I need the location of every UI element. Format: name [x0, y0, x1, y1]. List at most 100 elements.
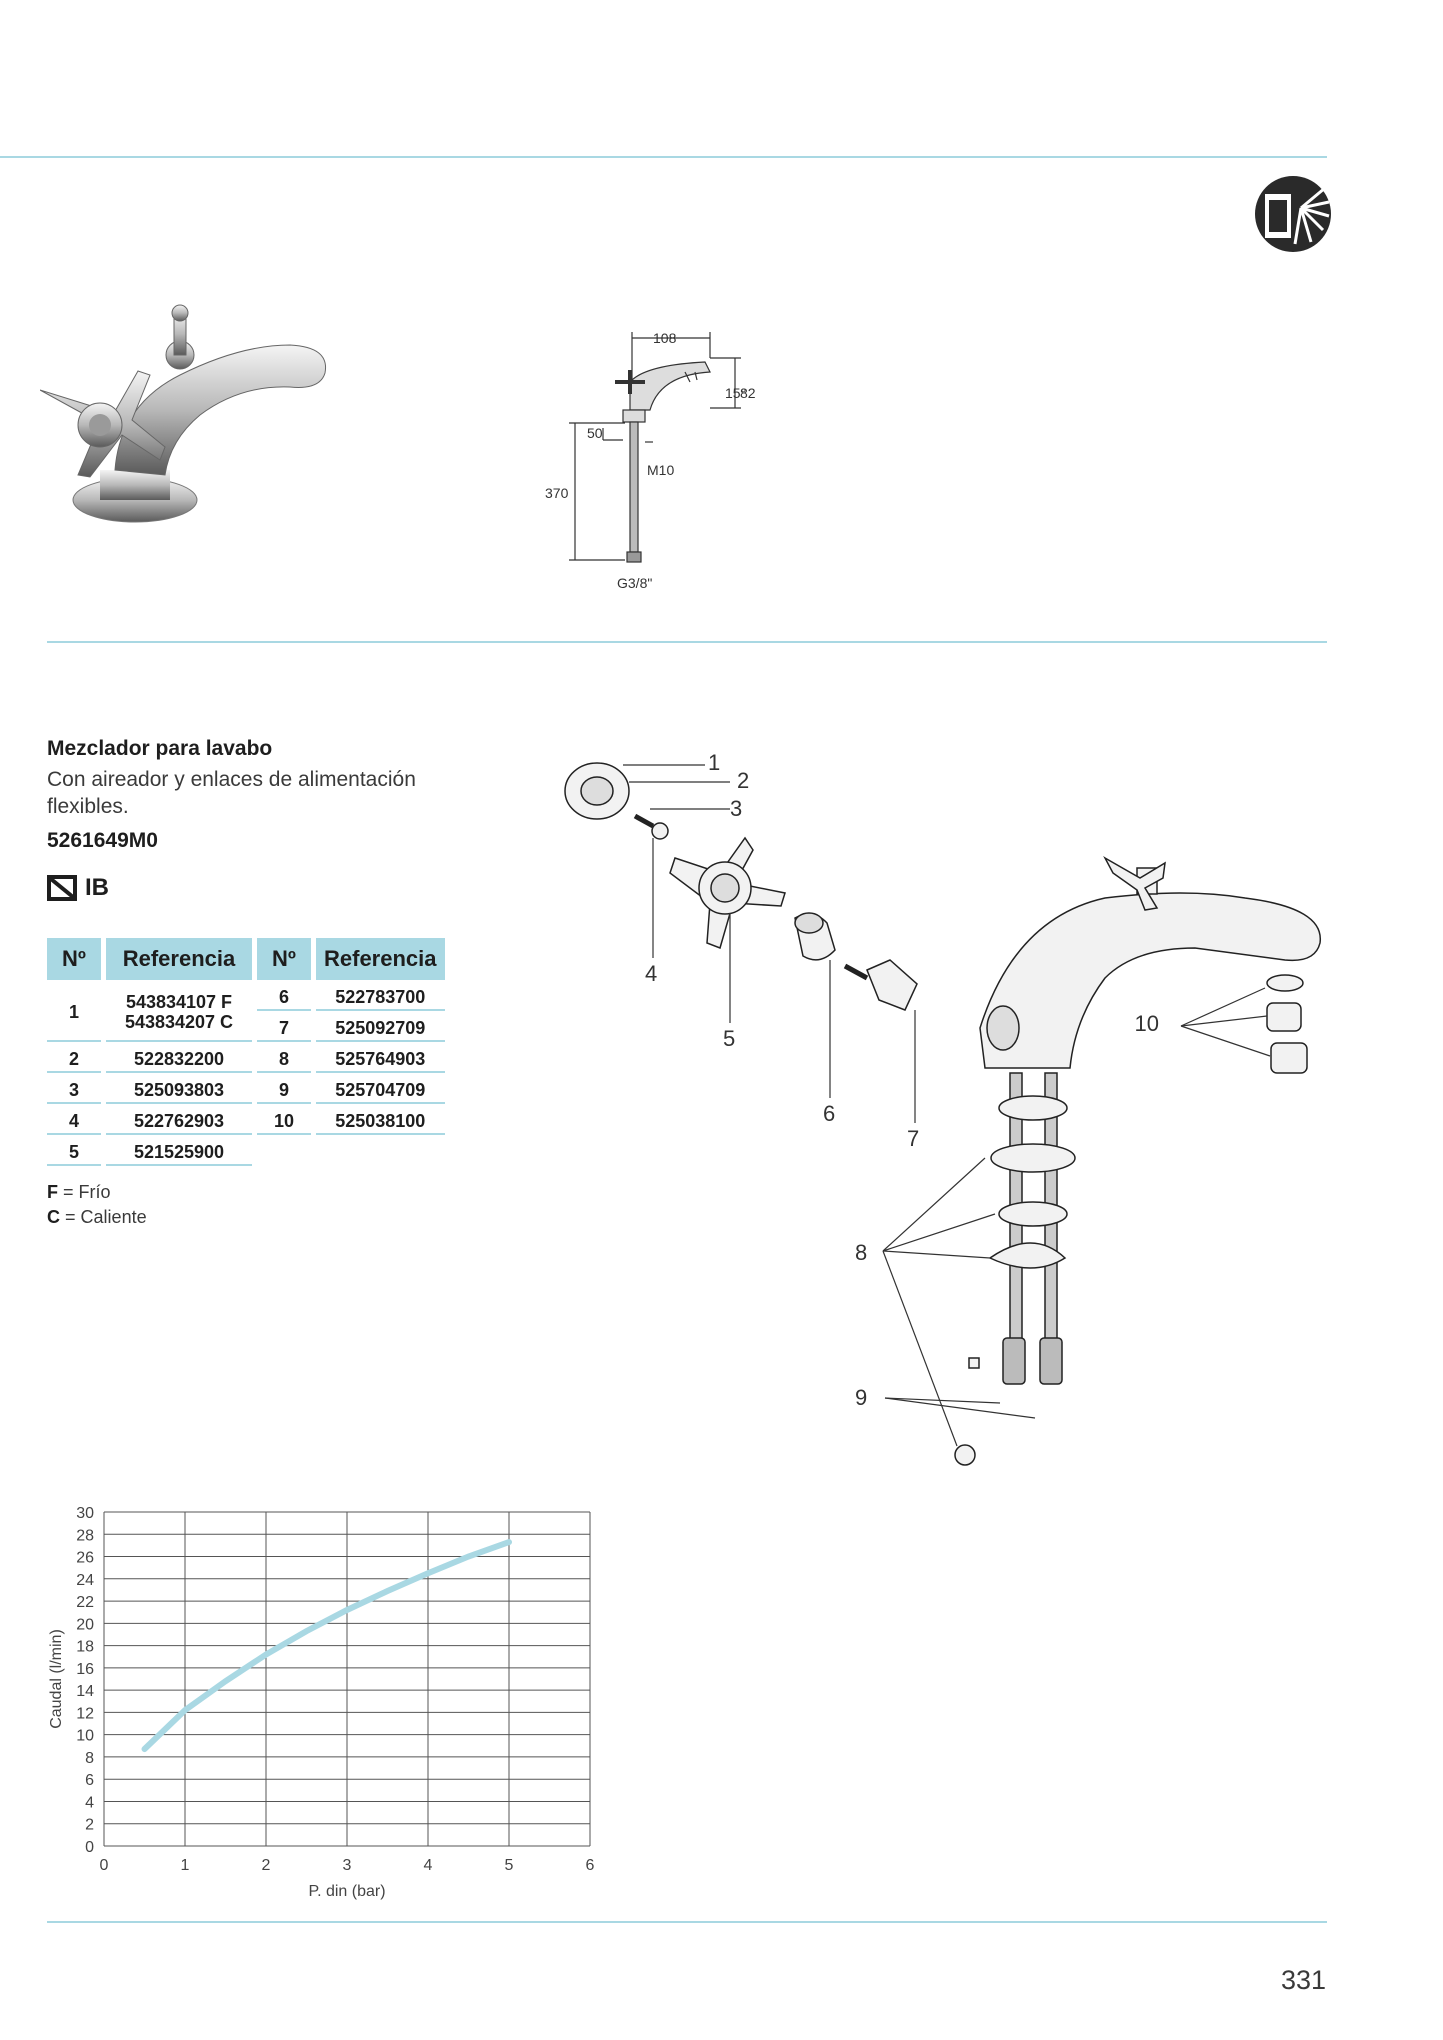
callout-8: 8	[855, 1240, 867, 1265]
callout-5: 5	[723, 1026, 735, 1051]
table-row: 1 543834107 F 543834207 C 6 522783700	[47, 984, 445, 1042]
x-tick-label: 3	[343, 1857, 352, 1874]
y-tick-label: 28	[76, 1527, 94, 1544]
x-axis-label: P. din (bar)	[308, 1883, 385, 1900]
callout-4: 4	[645, 961, 657, 986]
y-tick-label: 12	[76, 1705, 94, 1722]
x-tick-label: 0	[100, 1857, 109, 1874]
dim-thread: M10	[647, 462, 674, 478]
part-reference-hot: 543834207 C	[124, 1012, 234, 1032]
y-tick-label: 8	[85, 1750, 94, 1767]
part-number: 5	[47, 1139, 101, 1166]
exploded-parts-drawing: 1 2 3 4 5 6 7 8 9 10	[564, 750, 1321, 1466]
x-tick-label: 4	[424, 1857, 433, 1874]
x-tick-label: 1	[181, 1857, 190, 1874]
part-reference: 522783700	[316, 984, 445, 1011]
part-reference: 525704709	[316, 1077, 445, 1104]
x-tick-label: 5	[505, 1857, 514, 1874]
y-tick-label: 22	[76, 1594, 94, 1611]
empty-cell	[316, 1139, 445, 1166]
bottom-rule	[47, 1921, 1327, 1923]
part-reference: 522762903	[106, 1108, 252, 1135]
parts-reference-table: Nº Referencia Nº Referencia 1 543834107 …	[42, 934, 450, 1170]
legend-sep: =	[65, 1207, 76, 1227]
dim-angle: 15°	[725, 385, 746, 401]
x-tick-labels: 0 1 2 3 4 5 6	[100, 1857, 595, 1874]
y-tick-label: 2	[85, 1817, 94, 1834]
part-number: 1	[47, 984, 101, 1042]
part-reference: 525093803	[106, 1077, 252, 1104]
table-row: 7 525092709	[47, 1015, 445, 1042]
dimension-drawing: 108 15° 82 50 M10 370 G3/8"	[545, 330, 756, 591]
temperature-legend: F = Frío C = Caliente	[47, 1180, 147, 1230]
col-header-ref-right: Referencia	[316, 938, 445, 980]
callout-10: 10	[1135, 1011, 1159, 1036]
part-reference: 543834107 F 543834207 C	[106, 984, 252, 1042]
product-title: Mezclador para lavabo	[47, 737, 273, 760]
part-number: 4	[47, 1108, 101, 1135]
part-number: 6	[257, 984, 311, 1011]
empty-cell	[257, 1139, 311, 1166]
y-tick-label: 18	[76, 1639, 94, 1656]
product-code: 5261649M0	[47, 829, 158, 852]
product-description: Con aireador y enlaces de alimentación f…	[47, 768, 416, 818]
faucet-product-photo	[40, 304, 327, 523]
part-number: 8	[257, 1046, 311, 1073]
table-row: 4 522762903 10 525038100	[47, 1108, 445, 1135]
part-number: 2	[47, 1046, 101, 1073]
y-tick-label: 10	[76, 1728, 94, 1745]
part-reference: 525092709	[316, 1015, 445, 1042]
legend-label: Caliente	[80, 1207, 147, 1227]
y-tick-label: 24	[76, 1572, 94, 1589]
chart-grid	[103, 1511, 591, 1847]
legend-item-cold: F = Frío	[47, 1180, 147, 1205]
faucet-category-icon	[1255, 176, 1331, 252]
part-reference: 525764903	[316, 1046, 445, 1073]
certification: IB	[47, 874, 109, 902]
dim-connection: G3/8"	[617, 575, 652, 591]
part-reference: 521525900	[106, 1139, 252, 1166]
y-tick-label: 4	[85, 1794, 94, 1811]
x-tick-label: 2	[262, 1857, 271, 1874]
part-reference: 522832200	[106, 1046, 252, 1073]
y-tick-label: 26	[76, 1550, 94, 1567]
callout-9: 9	[855, 1385, 867, 1410]
y-tick-label: 20	[76, 1616, 94, 1633]
flow-curve	[141, 1539, 512, 1753]
legend-key: C	[47, 1207, 60, 1227]
y-tick-label: 16	[76, 1661, 94, 1678]
part-number: 9	[257, 1077, 311, 1104]
table-row: 5 521525900	[47, 1139, 445, 1166]
dim-width: 108	[653, 330, 677, 346]
legend-key: F	[47, 1182, 58, 1202]
y-tick-label: 30	[76, 1505, 94, 1522]
part-number: 10	[257, 1108, 311, 1135]
part-reference: 525038100	[316, 1108, 445, 1135]
table-row: 3 525093803 9 525704709	[47, 1077, 445, 1104]
middle-rule	[47, 641, 1327, 643]
certification-label: IB	[85, 874, 109, 901]
callout-6: 6	[823, 1101, 835, 1126]
table-row: 2 522832200 8 525764903	[47, 1046, 445, 1073]
col-header-n-left: Nº	[47, 938, 101, 980]
callout-3: 3	[730, 796, 742, 821]
part-number: 3	[47, 1077, 101, 1104]
y-axis-label: Caudal (l/min)	[48, 1629, 65, 1729]
col-header-ref-left: Referencia	[106, 938, 252, 980]
dim-base: 50	[587, 425, 603, 441]
legend-item-hot: C = Caliente	[47, 1205, 147, 1230]
certification-icon	[47, 875, 77, 901]
callout-2: 2	[737, 768, 749, 793]
x-tick-label: 6	[586, 1857, 595, 1874]
part-reference-cold: 543834107 F	[125, 992, 233, 1012]
page-number: 331	[1280, 1965, 1326, 1995]
legend-label: Frío	[78, 1182, 111, 1202]
y-tick-label: 14	[76, 1683, 94, 1700]
dim-height: 82	[740, 385, 756, 401]
part-number: 7	[257, 1015, 311, 1042]
top-rule	[0, 156, 1327, 158]
callout-7: 7	[907, 1126, 919, 1151]
callout-1: 1	[708, 750, 720, 775]
